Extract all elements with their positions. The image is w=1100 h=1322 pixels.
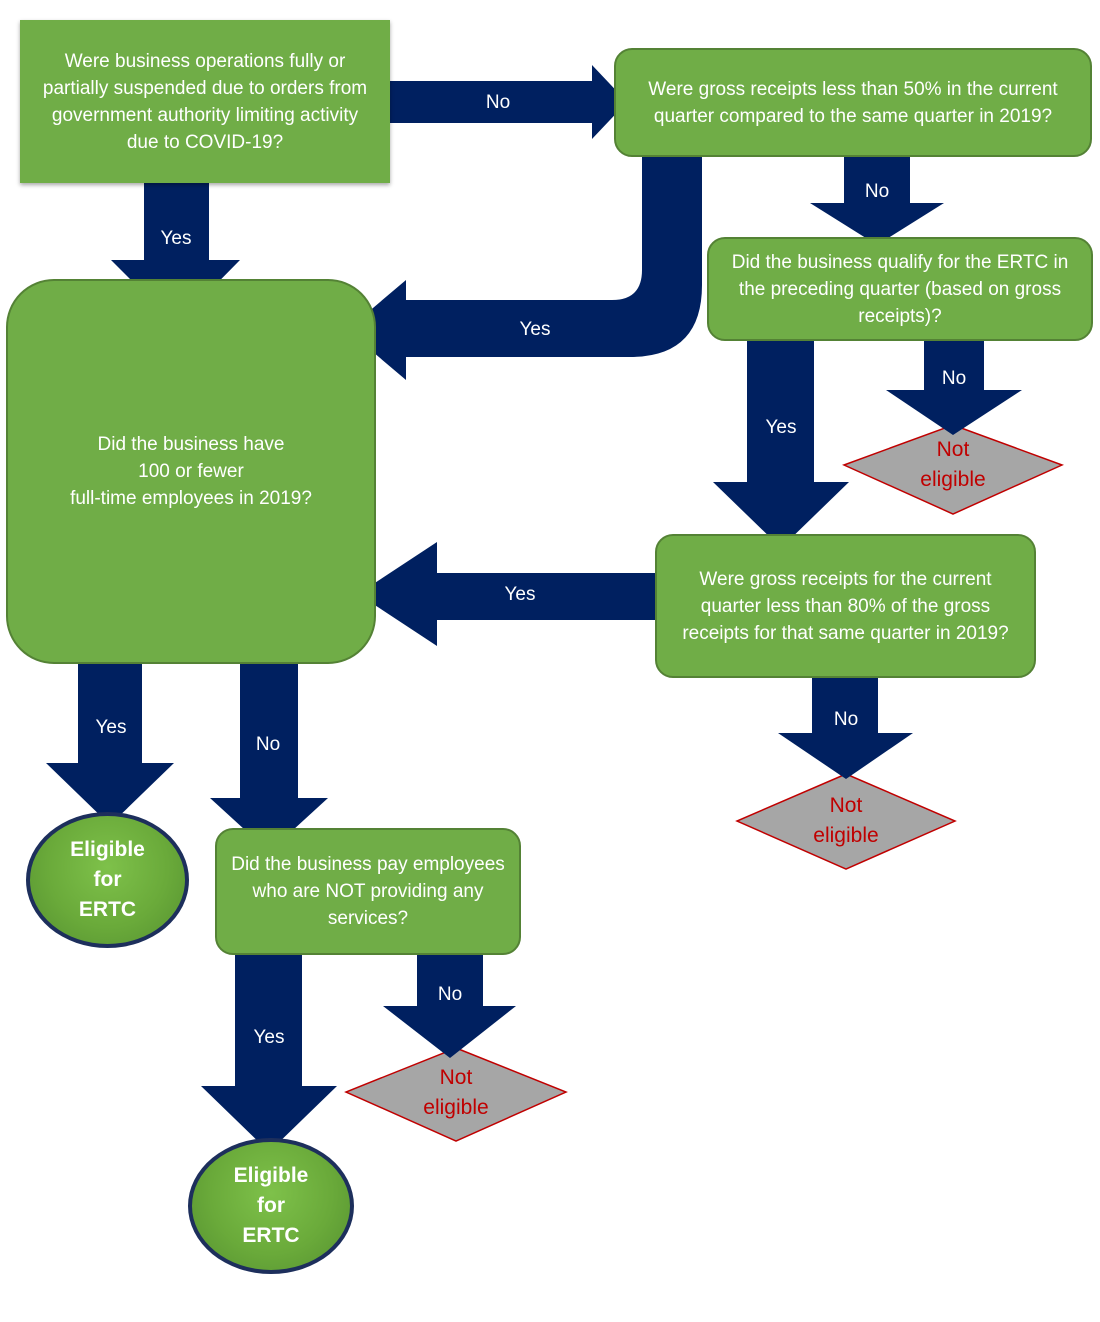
not-eligible-diamond-2	[735, 773, 957, 870]
eligible-2-line-2: for	[257, 1194, 285, 1217]
preceding-quarter-question-text: Did the business qualify for the ERTC in…	[731, 251, 1069, 327]
receipts-80-question-box: Were gross receipts for the current quar…	[655, 534, 1036, 678]
eligible-2-line-1: Eligible	[233, 1164, 309, 1187]
eligible-1-line-1: Eligible	[70, 838, 145, 861]
edge-label-receipts80-yes: Yes	[504, 584, 536, 605]
pay-question-box: Did the business pay employees who are N…	[215, 828, 521, 955]
edge-label-preceding-no: No	[941, 368, 967, 389]
not-eligible-3-line-2: eligible	[423, 1096, 489, 1119]
employees-question-box: Did the business have 100 or fewer full-…	[6, 279, 376, 664]
arrow-employees-no	[210, 662, 328, 852]
edge-label-suspended-yes: Yes	[160, 228, 192, 249]
not-eligible-label-3: Not eligible	[396, 1063, 516, 1123]
not-eligible-3-line-1: Not	[439, 1066, 473, 1089]
not-eligible-diamond-1	[842, 424, 1064, 515]
edge-label-receipts80-no: No	[833, 709, 859, 730]
edge-label-employees-yes: Yes	[95, 717, 127, 738]
arrow-suspended-no	[388, 65, 627, 139]
pay-question-text: Did the business pay employees who are N…	[231, 854, 505, 929]
edge-label-receipts50-no: No	[864, 181, 890, 202]
employees-question-line-2: 100 or fewer	[138, 461, 244, 482]
receipts-50-question-text: Were gross receipts less than 50% in the…	[648, 78, 1058, 127]
arrow-preceding-yes	[713, 340, 849, 548]
arrow-receipts80-no	[778, 678, 913, 779]
eligible-circle-1: Eligible for ERTC	[26, 812, 189, 948]
arrow-employees-yes	[46, 662, 174, 825]
edge-label-pay-yes: Yes	[253, 1027, 285, 1048]
edge-label-employees-no: No	[255, 734, 281, 755]
receipts-80-question-text: Were gross receipts for the current quar…	[682, 568, 1009, 644]
not-eligible-diamond-3	[344, 1047, 568, 1142]
not-eligible-label-1: Not eligible	[893, 435, 1013, 495]
receipts-50-question-box: Were gross receipts less than 50% in the…	[614, 48, 1092, 157]
arrow-preceding-no	[886, 340, 1022, 435]
arrow-receipts50-no	[810, 155, 944, 245]
edge-label-receipts50-yes: Yes	[519, 319, 551, 340]
edge-label-preceding-yes: Yes	[765, 417, 797, 438]
not-eligible-2-line-2: eligible	[813, 824, 879, 847]
preceding-quarter-question-box: Did the business qualify for the ERTC in…	[707, 237, 1093, 341]
suspended-question-box: Were business operations fully or partia…	[20, 20, 390, 183]
edge-label-pay-no: No	[437, 984, 463, 1005]
employees-question-line-1: Did the business have	[97, 434, 285, 455]
arrow-receipts80-yes	[358, 542, 655, 646]
not-eligible-label-2: Not eligible	[786, 791, 906, 851]
employees-question-line-3: full-time employees in 2019?	[70, 488, 312, 509]
eligible-2-line-3: ERTC	[242, 1224, 300, 1247]
arrow-pay-no	[383, 955, 516, 1058]
eligible-circle-2: Eligible for ERTC	[188, 1138, 354, 1274]
not-eligible-1-line-2: eligible	[920, 468, 986, 491]
not-eligible-1-line-1: Not	[936, 438, 970, 461]
not-eligible-2-line-1: Not	[829, 794, 863, 817]
edge-label-suspended-no: No	[485, 92, 511, 113]
eligible-1-line-2: for	[93, 868, 122, 891]
eligible-1-line-3: ERTC	[78, 898, 137, 921]
suspended-question-text: Were business operations fully or partia…	[42, 50, 368, 153]
arrow-receipts50-yes	[347, 157, 702, 380]
arrow-pay-yes	[201, 955, 337, 1152]
